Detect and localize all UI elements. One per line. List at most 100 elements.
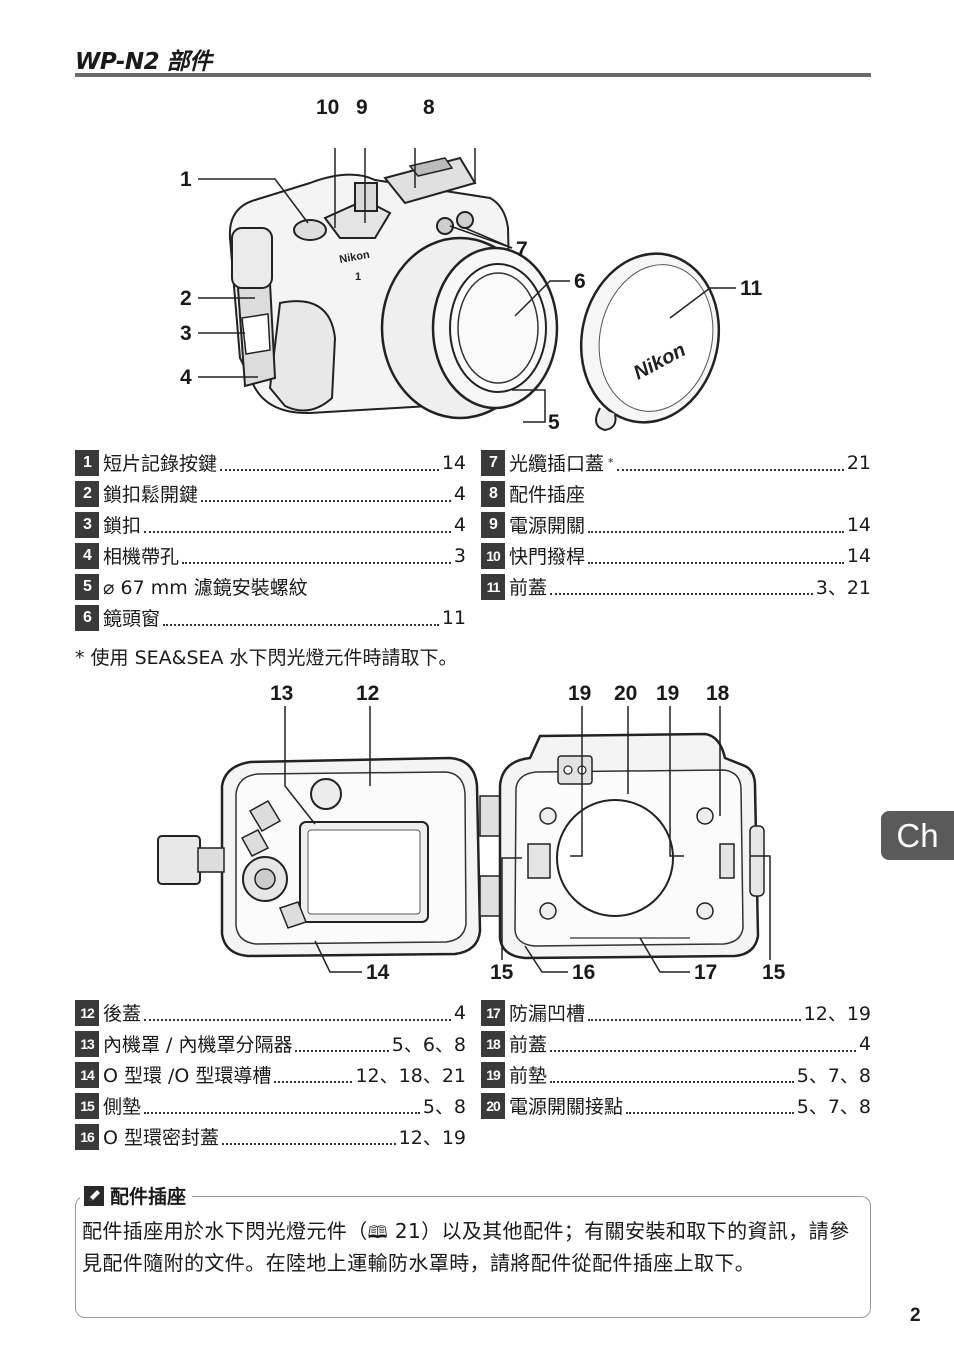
callout-12: 12 <box>356 682 379 705</box>
list-item: 5 ⌀ 67 mm 濾鏡安裝螺紋 <box>75 573 466 600</box>
header-rule <box>75 73 871 77</box>
leader-dots <box>220 468 439 471</box>
leader-dots <box>550 592 813 595</box>
item-label: 電源開關接點 <box>509 1096 624 1118</box>
list-item: 4 相機帶孔 3 <box>75 542 466 569</box>
item-page: 12、19 <box>803 1003 871 1025</box>
callout-20: 20 <box>614 682 637 705</box>
leader-dots <box>550 1080 794 1083</box>
note-title: 配件插座 <box>80 1182 193 1209</box>
callout-19-right: 19 <box>656 682 679 705</box>
list-item: 16 O 型環密封蓋 12、19 <box>75 1123 466 1150</box>
leader-dots <box>588 530 844 533</box>
leader-dots <box>626 1111 794 1114</box>
pencil-icon <box>84 1185 104 1206</box>
item-page: 5、7、8 <box>796 1096 871 1118</box>
leader-dots <box>144 1111 420 1114</box>
callout-10: 10 <box>316 96 339 119</box>
leader-dots <box>201 499 451 502</box>
callout-18: 18 <box>706 682 730 705</box>
item-label: 鎖扣鬆開鍵 <box>103 484 199 506</box>
leader-dots <box>144 530 451 533</box>
item-label: 短片記錄按鍵 <box>103 453 218 475</box>
note-body: 配件插座用於水下閃光燈元件（🕮 21）以及其他配件；有關安裝和取下的資訊，請參見… <box>82 1216 866 1278</box>
item-number: 18 <box>481 1030 505 1057</box>
item-number: 7 <box>481 449 505 476</box>
callout-5: 5 <box>548 411 560 434</box>
item-number: 4 <box>75 542 99 569</box>
item-label: 鏡頭窗 <box>103 608 161 630</box>
item-number: 9 <box>481 511 505 538</box>
item-label: 側墊 <box>103 1096 142 1118</box>
list-item: 13 內機罩 / 內機罩分隔器 5、6、8 <box>75 1030 466 1057</box>
item-number: 10 <box>481 542 505 569</box>
figure-housing-front: Nikon 1 Nikon 1 2 3 4 5 6 7 8 9 10 11 <box>180 96 763 434</box>
item-number: 1 <box>75 449 99 476</box>
item-page: 21 <box>846 451 871 474</box>
item-number: 6 <box>75 604 99 631</box>
note-title-text: 配件插座 <box>110 1186 187 1208</box>
callout-8: 8 <box>423 96 435 119</box>
item-page: 4 <box>453 1001 466 1024</box>
callout-14: 14 <box>366 961 390 984</box>
note-body-rest: 21）以及其他配件；有關安裝和取下的資訊，請參見配件隨附的文件。在陸地上運輸防水… <box>82 1219 850 1275</box>
list-item: 11 前蓋 3、21 <box>481 573 871 600</box>
item-page: 5、8 <box>422 1096 466 1118</box>
item-label: O 型環密封蓋 <box>103 1127 219 1149</box>
body-brand: Nikon <box>338 249 370 266</box>
item-page: 3 <box>453 544 466 567</box>
item-number: 5 <box>75 573 99 600</box>
list-item: 10 快門撥桿 14 <box>481 542 871 569</box>
leader-dots <box>182 561 451 564</box>
page-header: WP-N2 部件 <box>75 40 871 78</box>
item-label: 防漏凹槽 <box>509 1003 586 1025</box>
footnote-marker: * <box>608 456 614 469</box>
item-label: 後蓋 <box>103 1003 142 1025</box>
list-item: 3 鎖扣 4 <box>75 511 466 538</box>
leader-dots <box>550 1049 856 1052</box>
note-box <box>75 1196 871 1318</box>
callout-15-right: 15 <box>762 961 786 984</box>
list-item: 20 電源開關接點 5、7、8 <box>481 1092 871 1119</box>
list-item: 9 電源開關 14 <box>481 511 871 538</box>
list-item: 15 側墊 5、8 <box>75 1092 466 1119</box>
list-item: 2 鎖扣鬆開鍵 4 <box>75 480 466 507</box>
callout-7: 7 <box>516 238 528 261</box>
item-label: 光纜插口蓋 <box>509 453 605 475</box>
leader-dots <box>588 561 844 564</box>
list-item: 12 後蓋 4 <box>75 999 466 1026</box>
item-number: 8 <box>481 480 505 507</box>
list-item: 19 前墊 5、7、8 <box>481 1061 871 1088</box>
item-number: 12 <box>75 999 99 1026</box>
item-label: 鎖扣 <box>103 515 142 537</box>
item-number: 20 <box>481 1092 505 1119</box>
callout-16: 16 <box>572 961 595 984</box>
callout-2: 2 <box>180 287 192 310</box>
callout-9: 9 <box>356 96 368 119</box>
item-number: 16 <box>75 1123 99 1150</box>
item-number: 11 <box>481 573 505 600</box>
item-label: 相機帶孔 <box>103 546 180 568</box>
item-page: 4 <box>453 482 466 505</box>
item-page: 14 <box>846 513 871 536</box>
callout-15-left: 15 <box>490 961 514 984</box>
item-number: 13 <box>75 1030 99 1057</box>
leader-dots <box>588 1018 801 1021</box>
item-label: 前蓋 <box>509 1034 548 1056</box>
figure-housing-open: 13 12 19 20 19 18 14 15 16 17 15 <box>157 682 786 984</box>
book-icon: 🕮 <box>367 1223 389 1243</box>
list-item: 17 防漏凹槽 12、19 <box>481 999 871 1026</box>
item-page: 12、19 <box>398 1127 466 1149</box>
callout-4: 4 <box>180 366 192 389</box>
item-page: 14 <box>846 544 871 567</box>
item-number: 2 <box>75 480 99 507</box>
chapter-tab[interactable]: Ch <box>881 811 954 860</box>
page-title: WP-N2 部件 <box>75 49 212 75</box>
item-label: 前墊 <box>509 1065 548 1087</box>
item-label: 內機罩 / 內機罩分隔器 <box>103 1034 293 1056</box>
leader-dots <box>274 1080 353 1083</box>
item-number: 19 <box>481 1061 505 1088</box>
callout-6: 6 <box>574 270 586 293</box>
item-number: 15 <box>75 1092 99 1119</box>
leader-dots <box>144 1018 451 1021</box>
